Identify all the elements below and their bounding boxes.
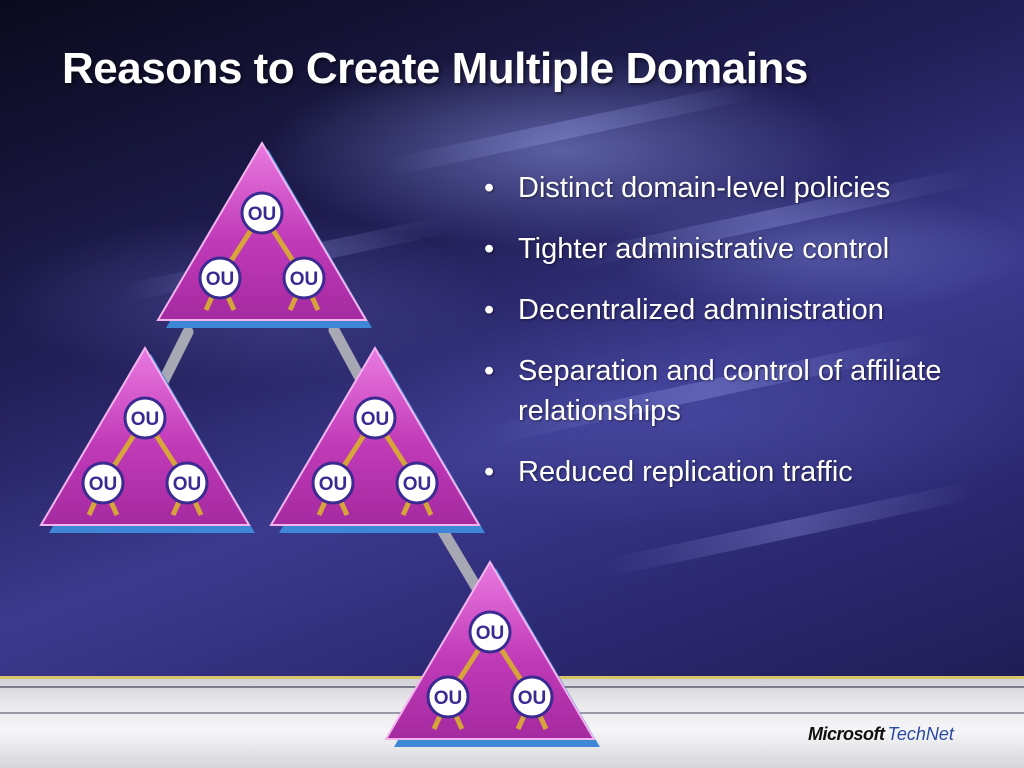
- logo-brand: Microsoft: [808, 724, 885, 744]
- ou-label: OU: [173, 474, 202, 495]
- ou-node: OU: [353, 396, 397, 440]
- bullet-marker: •: [484, 355, 495, 387]
- ou-node: OU: [395, 461, 439, 505]
- ou-label: OU: [319, 474, 348, 495]
- ou-circle: [123, 396, 167, 440]
- domain-connector: [328, 324, 366, 384]
- ou-circle: [311, 461, 355, 505]
- ou-label: OU: [403, 474, 432, 495]
- ou-label: OU: [131, 409, 160, 430]
- bullet-marker: •: [484, 456, 495, 488]
- ou-circle: [165, 461, 209, 505]
- ou-circle: [395, 461, 439, 505]
- domain-triangle: OU OU OU: [384, 560, 600, 747]
- bullet-item: • Decentralized administration: [478, 290, 998, 330]
- ou-node: OU: [240, 191, 284, 235]
- ou-node: OU: [282, 256, 326, 300]
- bullet-text: Reduced replication traffic: [518, 456, 853, 488]
- ou-label: OU: [434, 688, 463, 709]
- ou-label: OU: [518, 688, 547, 709]
- domain-triangle: OU OU OU: [39, 346, 255, 533]
- ou-node: OU: [123, 396, 167, 440]
- domain-triangle: OU OU OU: [156, 141, 372, 328]
- ou-circle: [198, 256, 242, 300]
- bullet-text: Distinct domain-level policies: [518, 172, 891, 204]
- bullet-text: Decentralized administration: [518, 294, 884, 326]
- ou-node: OU: [165, 461, 209, 505]
- ou-node: OU: [81, 461, 125, 505]
- bullet-text: Separation and control of affiliate rela…: [518, 355, 942, 427]
- domain-triangle: OU OU OU: [269, 346, 485, 533]
- bullet-item: • Reduced replication traffic: [478, 452, 998, 492]
- ou-node: OU: [198, 256, 242, 300]
- bullet-marker: •: [484, 233, 495, 265]
- ou-label: OU: [248, 204, 277, 225]
- ou-label: OU: [89, 474, 118, 495]
- ou-label: OU: [206, 269, 235, 290]
- ou-node: OU: [468, 610, 512, 654]
- ou-circle: [282, 256, 326, 300]
- ou-node: OU: [426, 675, 470, 719]
- bullet-item: • Separation and control of affiliate rel…: [478, 351, 998, 431]
- slide-title: Reasons to Create Multiple Domains: [62, 44, 808, 93]
- ou-label: OU: [476, 623, 505, 644]
- ou-circle: [468, 610, 512, 654]
- ou-node: OU: [311, 461, 355, 505]
- ou-circle: [426, 675, 470, 719]
- bullet-item: • Tighter administrative control: [478, 229, 998, 269]
- logo-product: TechNet: [887, 724, 954, 744]
- ou-circle: [510, 675, 554, 719]
- bullet-marker: •: [484, 172, 495, 204]
- ou-label: OU: [290, 269, 319, 290]
- ou-circle: [240, 191, 284, 235]
- bullet-list: • Distinct domain-level policies • Tighter…: [478, 168, 998, 513]
- ou-circle: [353, 396, 397, 440]
- bullet-marker: •: [484, 294, 495, 326]
- bullet-text: Tighter administrative control: [518, 233, 890, 265]
- ou-node: OU: [510, 675, 554, 719]
- ou-label: OU: [361, 409, 390, 430]
- ou-circle: [81, 461, 125, 505]
- bullet-item: • Distinct domain-level policies: [478, 168, 998, 208]
